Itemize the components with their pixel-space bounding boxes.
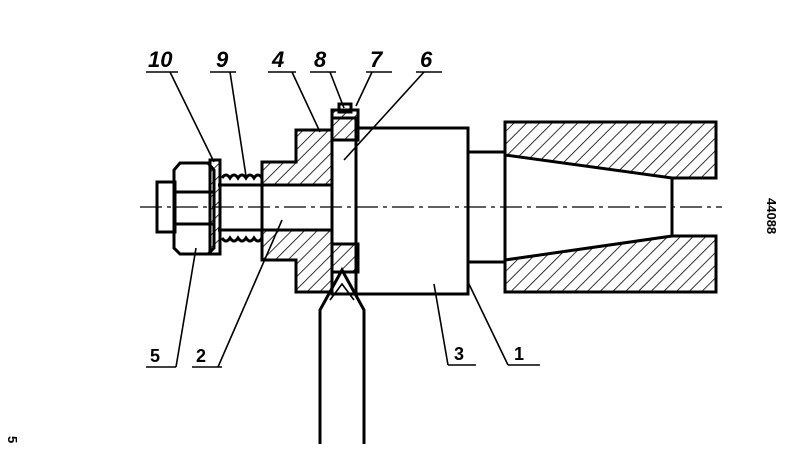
callout-label-9: 9 bbox=[216, 47, 229, 72]
insert-top bbox=[332, 110, 358, 140]
callout-label-10: 10 bbox=[148, 47, 173, 72]
drawing-number: 44088 bbox=[764, 198, 779, 234]
callout-label-5: 5 bbox=[150, 346, 160, 366]
key-part-7 bbox=[339, 104, 351, 112]
leaders-top bbox=[146, 72, 442, 176]
sleeve-part-4-upper bbox=[262, 130, 332, 185]
callout-label-2: 2 bbox=[196, 346, 206, 366]
body-part-3 bbox=[356, 128, 468, 294]
callout-label-3: 3 bbox=[454, 344, 464, 364]
sleeve-part-4-lower bbox=[262, 230, 332, 292]
callout-label-8: 8 bbox=[314, 47, 327, 72]
cone-housing-upper bbox=[505, 122, 716, 178]
callout-label-6: 6 bbox=[420, 47, 433, 72]
page-number: 5 bbox=[5, 436, 20, 443]
insert-bottom bbox=[332, 244, 358, 272]
cone-housing-lower bbox=[505, 236, 716, 292]
cutting-tool bbox=[320, 270, 364, 444]
nut-part-5 bbox=[174, 163, 214, 254]
callout-label-4: 4 bbox=[271, 47, 284, 72]
callout-label-1: 1 bbox=[514, 344, 524, 364]
callout-label-7: 7 bbox=[370, 47, 384, 72]
